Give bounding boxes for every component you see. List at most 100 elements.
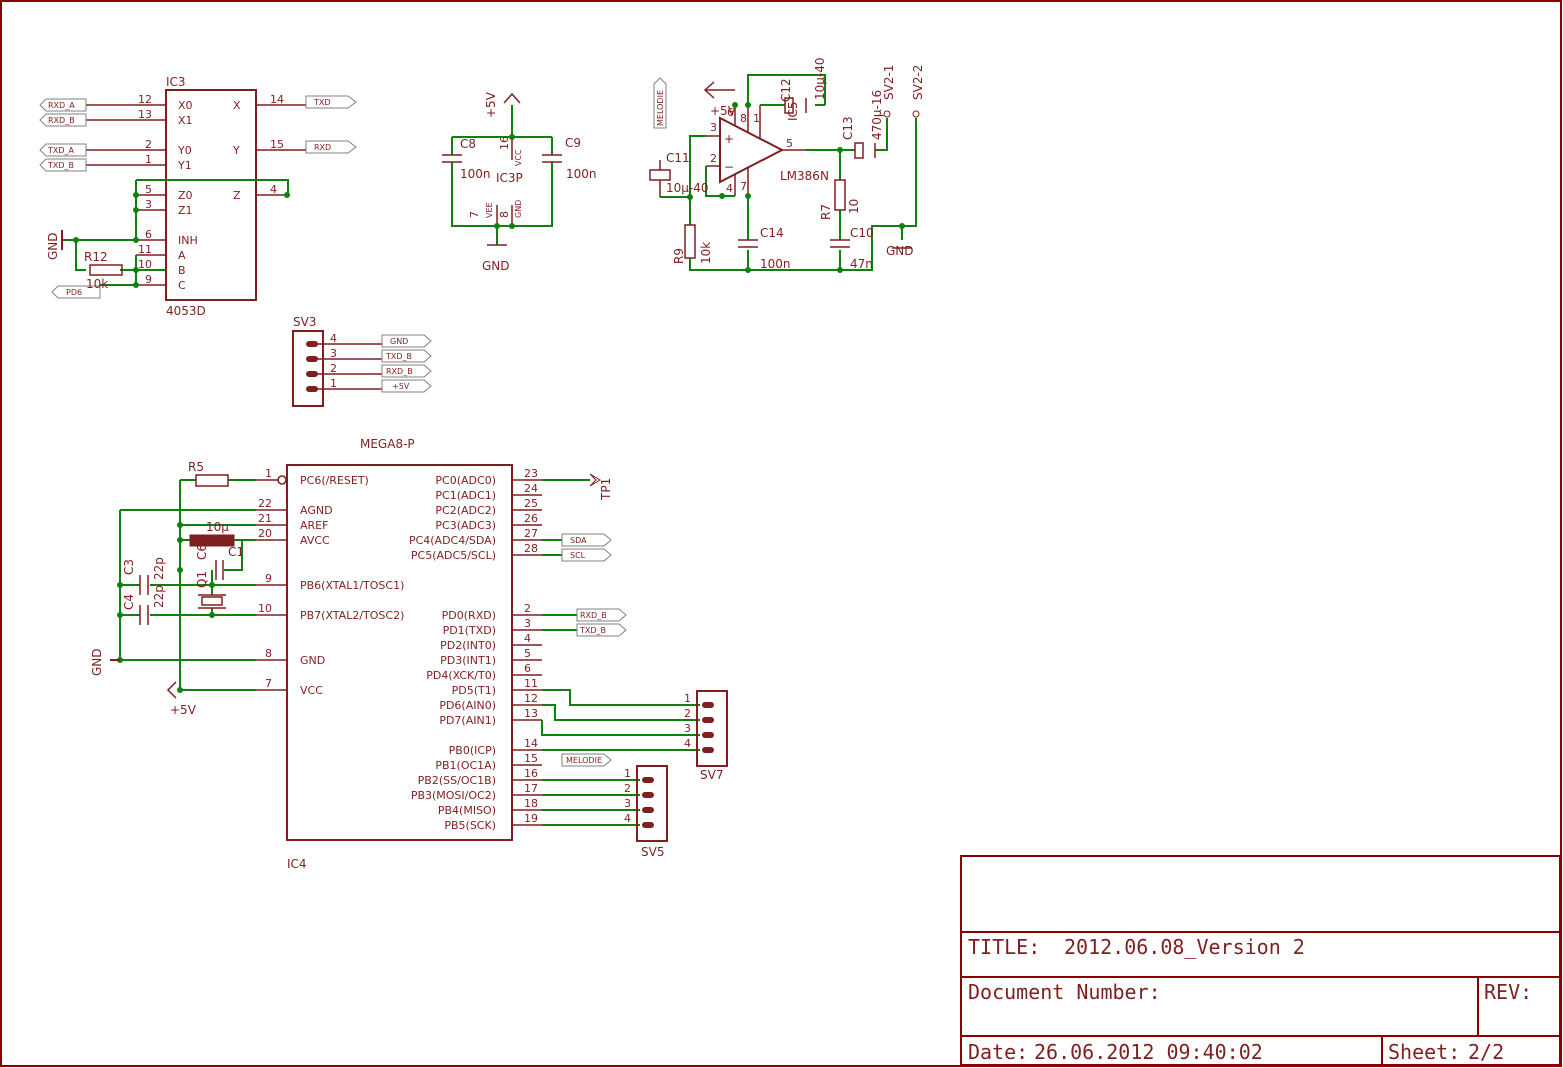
ic3p-name: IC3P — [496, 171, 523, 185]
sv5-pin: 2 — [624, 782, 631, 795]
ic3-pin-name: Y — [232, 144, 240, 157]
ic4-left-passives[interactable]: R5 10µ C6 C1 Q1 C3 22p C4 22p GND +5V — [90, 460, 244, 717]
net-label-txd-b: TXD_B — [385, 352, 412, 361]
ic4-pin-name: PB6(XTAL1/TOSC1) — [300, 579, 404, 592]
ic4-left-junctions — [117, 522, 215, 693]
ic3p-vee: VEE — [485, 202, 494, 218]
ic4-microcontroller[interactable]: MEGA8-P IC4 1 PC6(/RESET) 22 AGND 21 — [256, 437, 542, 871]
gnd-label: GND — [482, 259, 510, 273]
ic3-pin-num: 6 — [145, 228, 152, 241]
r9-value: 10k — [699, 242, 713, 264]
ic4-pin-num: 2 — [524, 602, 531, 615]
lm386-amplifier[interactable]: + − LM386N IC5 3 2 6 4 8 1 7 5 +5V — [703, 81, 829, 196]
sv7-pin: 4 — [684, 737, 691, 750]
sv5-pin: 3 — [624, 797, 631, 810]
r12-value: 10k — [86, 277, 108, 291]
ic3-value: 4053D — [166, 304, 206, 318]
ic4-pin-name: PB7(XTAL2/TOSC2) — [300, 609, 404, 622]
c3-value: 22p — [152, 557, 166, 580]
ic3-pin-name: X1 — [178, 114, 193, 127]
ic3p-gnd: GND — [514, 200, 523, 218]
gnd-label: GND — [886, 244, 914, 258]
ic4-pin-num: 9 — [265, 572, 272, 585]
net-label-txd-a: TXD_A — [47, 146, 75, 155]
c10-name: C10 — [850, 226, 874, 240]
ic3p-pin8: 8 — [498, 211, 511, 218]
net-label-rxd-b: RXD_B — [48, 116, 75, 125]
net-label-txd-b: TXD_B — [47, 161, 74, 170]
ic3-pin-name: X — [233, 99, 241, 112]
sv3-pin: 2 — [330, 362, 337, 375]
ic4-pin-name: VCC — [300, 684, 323, 697]
ic3-name: IC3 — [166, 75, 186, 89]
ic3-multiplexer[interactable]: IC3 4053D 12 X0 13 X1 2 Y0 1 Y1 5 Z0 3 Z… — [86, 75, 306, 318]
sheet-value: 2/2 — [1468, 1040, 1504, 1064]
net-label-melodie: MELODIE — [656, 90, 665, 126]
net-label-rxd: RXD — [314, 143, 331, 152]
c1-name: C1 — [228, 545, 244, 559]
c14-name: C14 — [760, 226, 784, 240]
ic4-right-wires — [541, 479, 700, 826]
ic3-pin-num: 3 — [145, 198, 152, 211]
ic4-pin-num: 7 — [265, 677, 272, 690]
date-value: 26.06.2012 09:40:02 — [1034, 1040, 1263, 1064]
ic3-pin-name: Z — [233, 189, 241, 202]
ic4-pin-name: PB5(SCK) — [444, 819, 496, 832]
c13-name: C13 — [841, 116, 855, 140]
ic4-pin-name: PC1(ADC1) — [435, 489, 496, 502]
sv3-connector[interactable]: SV3 4 3 2 1 GND TXD_B RXD_B +5V — [292, 315, 432, 407]
c11-value: 10µ-40 — [666, 181, 709, 195]
ic3-pin-num: 11 — [138, 243, 152, 256]
ic4-right-labels: TP1 SDA SCL RXD_B TXD_B MELODIE — [561, 473, 627, 767]
ic5-pin: 2 — [710, 152, 717, 165]
r5-name: R5 — [188, 460, 204, 474]
ic3-junctions — [73, 192, 290, 288]
sv5-name: SV5 — [641, 845, 664, 859]
title-value: 2012.06.08_Version 2 — [1064, 935, 1305, 959]
ic4-pin-num: 28 — [524, 542, 538, 555]
ic4-pin-name: PD4(XCK/T0) — [426, 669, 496, 682]
ic3-pin-num: 10 — [138, 258, 152, 271]
sv7-connector[interactable]: 1 2 3 4 SV7 — [684, 690, 728, 782]
amp-passives[interactable]: MELODIE C11 10µ-40 R9 10k C14 100n C10 4… — [649, 57, 925, 271]
ic3-wires — [62, 179, 289, 286]
net-label-pd6: PD6 — [66, 288, 82, 297]
ic4-pin-name: PD7(AIN1) — [439, 714, 496, 727]
ic4-pin-num: 21 — [258, 512, 272, 525]
ic3-net-labels: RXD_A RXD_B TXD_A TXD_B TXD RXD PD6 — [39, 95, 357, 299]
ic4-pin-num: 19 — [524, 812, 538, 825]
ic4-pin-name: PC6(/RESET) — [300, 474, 369, 487]
ic3-pin-name: C — [178, 279, 186, 292]
gnd-label: GND — [46, 232, 60, 260]
ic4-pin-name: PD3(INT1) — [440, 654, 496, 667]
ic5-pin: 6 — [727, 106, 734, 119]
ic4-pin-num: 1 — [265, 467, 272, 480]
plus5v-label: +5V — [170, 703, 197, 717]
r12-resistor[interactable]: R12 10k — [84, 250, 123, 291]
c4-name: C4 — [122, 594, 136, 610]
r7-name: R7 — [819, 204, 833, 220]
ic3p-power-block[interactable]: +5V C8 100n C9 100n IC3P VCC VEE GND 16 … — [442, 91, 597, 273]
ic4-pin-num: 17 — [524, 782, 538, 795]
document-number-label: Document Number: — [968, 980, 1161, 1004]
minus-sign: − — [724, 160, 734, 174]
ic4-pin-num: 22 — [258, 497, 272, 510]
c3-name: C3 — [122, 559, 136, 575]
ic4-pin-name: PC0(ADC0) — [435, 474, 496, 487]
ic4-pin-name: PD2(INT0) — [440, 639, 496, 652]
sv5-pin: 4 — [624, 812, 631, 825]
ic4-pin-name: AGND — [300, 504, 333, 517]
ic3-pin-name: Y1 — [177, 159, 192, 172]
c14-value: 100n — [760, 257, 791, 271]
sv7-pin: 1 — [684, 692, 691, 705]
ic4-pin-name: AREF — [300, 519, 328, 532]
sv5-connector[interactable]: 1 2 3 4 SV5 — [624, 765, 668, 859]
ic4-pin-num: 10 — [258, 602, 272, 615]
ic3-pin-name: Z0 — [178, 189, 193, 202]
sv3-pin: 1 — [330, 377, 337, 390]
r9-name: R9 — [672, 248, 686, 264]
sv5-pin: 1 — [624, 767, 631, 780]
net-label-sda: SDA — [570, 536, 587, 545]
ic4-pin-num: 15 — [524, 752, 538, 765]
